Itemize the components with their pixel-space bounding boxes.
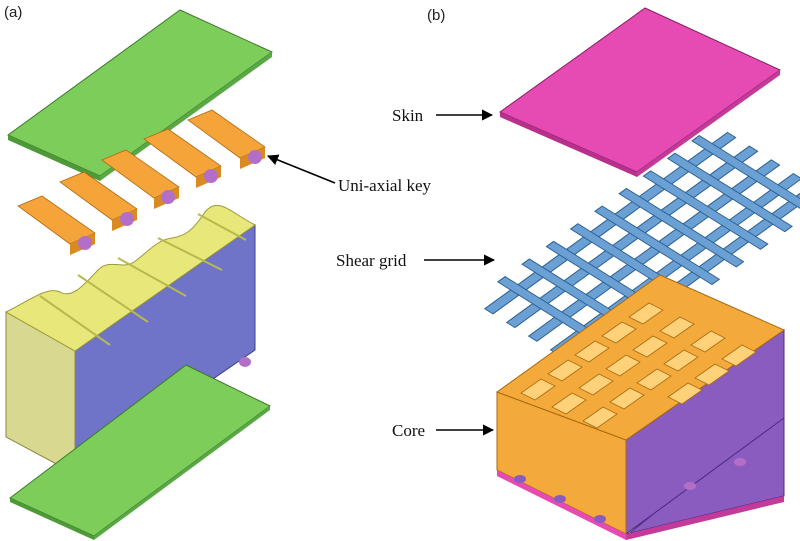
skin-label: Skin [392,106,424,125]
bottom-skin-plate-a [9,364,271,540]
uni-axial-key [59,171,138,231]
panel-b-tag: (b) [427,7,445,24]
key-arrow [266,154,336,184]
uni-axial-key [101,149,180,209]
grooved-core-block-a [4,204,256,475]
uni-axial-key [17,195,96,255]
panel-a-tag: (a) [4,4,22,21]
pink-skin-plate [498,7,781,177]
shear-grid-label: Shear grid [336,251,407,270]
core-label: Core [392,421,425,440]
uni-axial-key [143,128,222,188]
key-label: Uni-axial key [338,176,431,195]
core-block-b [495,274,786,540]
uni-axial-key [187,109,266,169]
uni-axial-keys [17,109,266,255]
top-skin-plate-a [7,9,273,181]
